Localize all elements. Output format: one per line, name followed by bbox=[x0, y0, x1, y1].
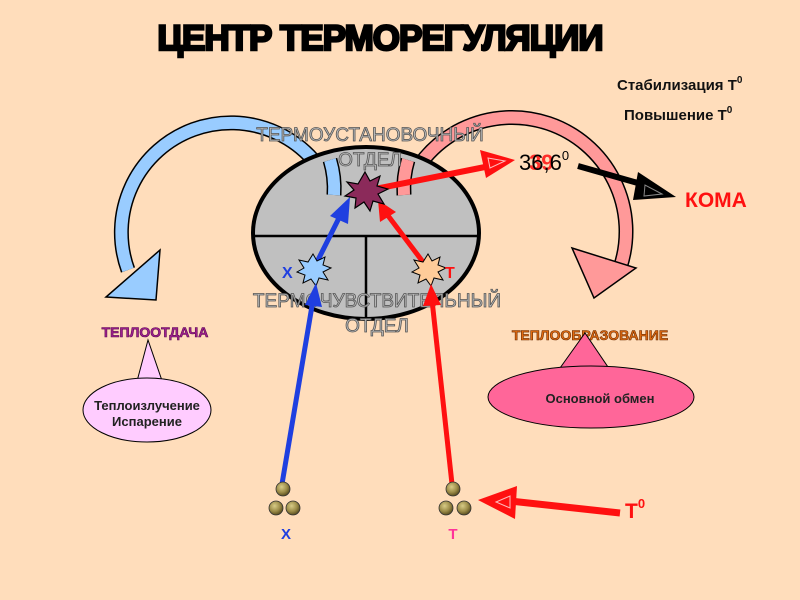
heat-production-curved-arrow bbox=[396, 110, 638, 300]
heat-loss-title: ТЕПЛООТДАЧА bbox=[102, 324, 209, 340]
note-increase: Повышение Т0 bbox=[624, 105, 733, 124]
heat-loss-item-radiation: Теплоизлучение bbox=[94, 398, 200, 413]
thermosetting-section-label: ТЕРМОУСТАНОВОЧНЫЙ bbox=[256, 124, 484, 146]
cold-afferent-arrow bbox=[279, 283, 322, 485]
thermosensitive-section-label: ТЕРМОЧУВСТВИТЕЛЬНЫЙ bbox=[253, 290, 501, 312]
cold-signal-arrow bbox=[314, 197, 350, 264]
coma-arrow bbox=[577, 163, 676, 200]
warm-receptor-label: Т bbox=[448, 526, 457, 543]
svg-text:Стабилизация Т0: Стабилизация Т0 bbox=[617, 75, 743, 94]
cold-receptor-label: Х bbox=[281, 526, 291, 543]
warm-signal-arrow bbox=[378, 200, 425, 264]
setpoint-value: 39 36,60 bbox=[519, 148, 569, 175]
heat-loss-item-evaporation: Испарение bbox=[112, 414, 182, 429]
heat-production-title: ТЕПЛООБРАЗОВАНИЕ bbox=[512, 327, 668, 343]
heat-production-bubble: Основной обмен bbox=[487, 332, 695, 429]
cold-receptor-icon bbox=[268, 481, 301, 516]
coma-label: КОМА bbox=[685, 189, 747, 212]
thermosetting-section-label-2: ОТДЕЛ bbox=[338, 150, 402, 171]
temperature-stimulus-arrow bbox=[478, 486, 621, 519]
basal-metabolism-label: Основной обмен bbox=[545, 391, 654, 406]
normal-setpoint-value: 36,60 bbox=[519, 148, 569, 175]
setpoint-star-icon bbox=[343, 170, 390, 213]
setpoint-output-arrow bbox=[369, 150, 515, 193]
elevated-setpoint-value: 39 bbox=[529, 150, 553, 175]
diagram-title: ЦЕНТР ТЕРМОРЕГУЛЯЦИИ bbox=[157, 19, 602, 58]
heat-loss-bubble: Теплоизлучение Испарение bbox=[82, 338, 212, 443]
note-stabilization: Стабилизация Т0 bbox=[617, 75, 743, 94]
warm-afferent-arrow bbox=[423, 284, 455, 485]
svg-text:Повышение Т0: Повышение Т0 bbox=[624, 105, 733, 124]
thermosensitive-section-label-2: ОТДЕЛ bbox=[345, 316, 409, 337]
temperature-stimulus-label: Т0 bbox=[625, 496, 645, 523]
warm-receptor-icon bbox=[438, 481, 472, 516]
heat-loss-curved-arrow bbox=[104, 115, 342, 301]
cold-sensor-label: Х bbox=[282, 265, 293, 282]
warm-sensor-label: Т bbox=[445, 265, 455, 282]
